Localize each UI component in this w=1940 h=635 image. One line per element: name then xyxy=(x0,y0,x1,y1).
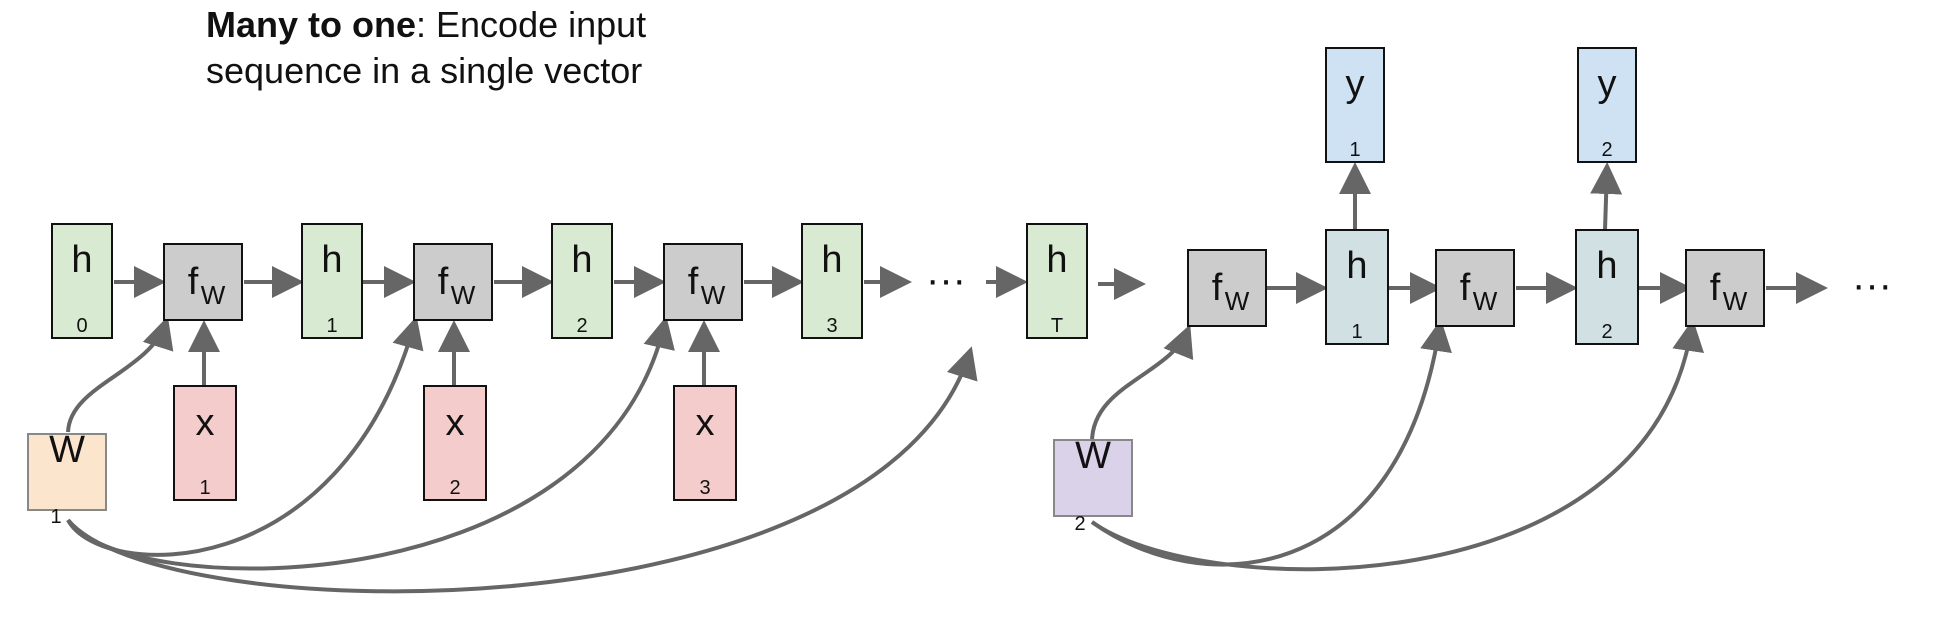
weight-w1-sub: 1 xyxy=(50,506,61,528)
output-2-rect xyxy=(1577,47,1637,163)
hidden-state-3-rect xyxy=(801,223,863,339)
arrow-w2-fw3 xyxy=(1090,319,1704,572)
ellipsis-right: ··· xyxy=(1852,263,1892,307)
input-2: x2 xyxy=(423,385,487,501)
fw-cell-r2-sub: W xyxy=(1473,286,1498,316)
hidden-state-3-sub: 3 xyxy=(826,315,837,337)
hidden-state-2: h2 xyxy=(551,223,613,339)
input-3-sub: 3 xyxy=(699,477,710,499)
hidden-r-1-label: h xyxy=(1346,245,1367,287)
input-1-rect xyxy=(173,385,237,501)
input-2-sub: 2 xyxy=(449,477,460,499)
fw-cell-r1-label: f xyxy=(1212,267,1223,309)
fw-cell-3-sub: W xyxy=(701,280,726,310)
fw-cell-1-label: f xyxy=(188,261,199,303)
hidden-state-T-sub: T xyxy=(1051,315,1063,337)
fw-cell-1-rect xyxy=(163,243,243,321)
weight-w1-label: W xyxy=(49,429,85,471)
input-2-label: x xyxy=(446,402,465,444)
title-line2: sequence in a single vector xyxy=(206,50,643,91)
weight-w1: W1 xyxy=(27,429,107,528)
weight-w2-sub: 2 xyxy=(1074,513,1085,535)
input-3: x3 xyxy=(673,385,737,501)
arrows-layer xyxy=(66,162,1828,594)
input-1-sub: 1 xyxy=(199,477,210,499)
arrow-h2-y2 xyxy=(1590,162,1623,231)
arrow-w2-fw1 xyxy=(1090,324,1194,443)
hidden-r-1-sub: 1 xyxy=(1351,321,1362,343)
hidden-state-2-rect xyxy=(551,223,613,339)
output-1-sub: 1 xyxy=(1349,139,1360,161)
arrow-w1-fw1 xyxy=(66,316,174,433)
output-2-label: y xyxy=(1598,63,1617,105)
hidden-state-T: hT xyxy=(1026,223,1088,339)
hidden-r-2-sub: 2 xyxy=(1601,321,1612,343)
fw-cell-2-rect xyxy=(413,243,493,321)
fw-cell-2-sub: W xyxy=(451,280,476,310)
arrow-w2-fw2 xyxy=(1090,319,1452,567)
hidden-r-2-rect xyxy=(1575,229,1639,345)
fw-cell-r2-rect xyxy=(1435,249,1515,327)
input-1: x1 xyxy=(173,385,237,501)
fw-cell-r1-sub: W xyxy=(1225,286,1250,316)
hidden-state-0-label: h xyxy=(71,239,92,281)
title-bold: Many to one xyxy=(206,4,417,45)
arrow-w1-next xyxy=(66,346,978,594)
arrow-w1-fw3 xyxy=(66,316,675,571)
hidden-state-1-rect xyxy=(301,223,363,339)
hidden-state-T-rect xyxy=(1026,223,1088,339)
hidden-state-2-sub: 2 xyxy=(576,315,587,337)
hidden-r-2-label: h xyxy=(1596,245,1617,287)
weight-w2-rect xyxy=(1053,439,1133,517)
input-3-rect xyxy=(673,385,737,501)
hidden-r-1: h1 xyxy=(1325,229,1389,345)
weight-w2: W2 xyxy=(1053,435,1133,535)
fw-cell-3-label: f xyxy=(688,261,699,303)
fw-cell-r3-rect xyxy=(1685,249,1765,327)
arrow-w1-fw2 xyxy=(66,316,424,557)
fw-cell-1-sub: W xyxy=(201,280,226,310)
input-3-label: x xyxy=(696,402,715,444)
input-2-rect xyxy=(423,385,487,501)
hidden-state-3: h3 xyxy=(801,223,863,339)
hidden-state-1-label: h xyxy=(321,239,342,281)
output-1-label: y xyxy=(1346,63,1365,105)
ellipsis-left: ··· xyxy=(926,258,966,302)
output-2-sub: 2 xyxy=(1601,139,1612,161)
fw-cell-3-rect xyxy=(663,243,743,321)
output-1: y1 xyxy=(1325,47,1385,163)
output-1-rect xyxy=(1325,47,1385,163)
hidden-state-0-sub: 0 xyxy=(76,315,87,337)
hidden-r-2: h2 xyxy=(1575,229,1639,345)
fw-cell-r2-label: f xyxy=(1460,267,1471,309)
hidden-state-3-label: h xyxy=(821,239,842,281)
fw-cell-r3-sub: W xyxy=(1723,286,1748,316)
fw-cell-r3-label: f xyxy=(1710,267,1721,309)
output-2: y2 xyxy=(1577,47,1637,163)
hidden-state-T-label: h xyxy=(1046,239,1067,281)
fw-cell-r1-rect xyxy=(1187,249,1267,327)
hidden-state-1-sub: 1 xyxy=(326,315,337,337)
weight-w1-rect xyxy=(27,433,107,511)
fw-cell-2-label: f xyxy=(438,261,449,303)
input-1-label: x xyxy=(196,402,215,444)
hidden-state-0-rect xyxy=(51,223,113,339)
hidden-r-1-rect xyxy=(1325,229,1389,345)
title-rest: : Encode input xyxy=(416,4,647,45)
hidden-state-2-label: h xyxy=(571,239,592,281)
diagram-title: Many to one: Encode input sequence in a … xyxy=(206,2,646,94)
hidden-state-1: h1 xyxy=(301,223,363,339)
hidden-state-0: h0 xyxy=(51,223,113,339)
weight-w2-label: W xyxy=(1075,435,1111,477)
